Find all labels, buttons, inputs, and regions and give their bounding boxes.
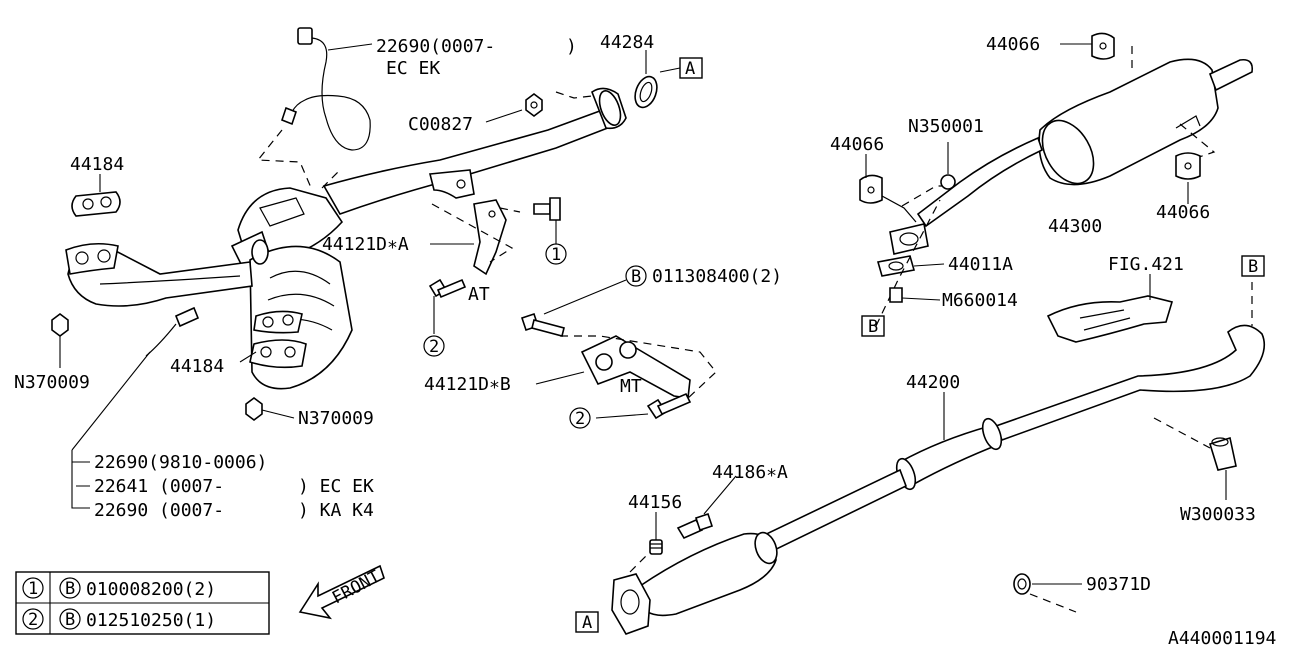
rear-o2-sensor	[145, 306, 200, 357]
bolt-44186a	[676, 512, 714, 540]
callout-circle-2-upper	[423, 335, 445, 357]
front-exhaust-pipe	[322, 87, 627, 215]
ref-box-a-bottom	[575, 611, 599, 633]
cushion-44066-top	[1091, 32, 1115, 60]
front-o2-sensor	[256, 27, 371, 191]
label-gasket-44284: 44284	[600, 32, 654, 53]
label-clip-w300033: W300033	[1180, 504, 1256, 525]
label-bracket-b: 44121D∗B	[424, 374, 511, 395]
legend-row1-num: 1	[28, 579, 38, 599]
label-cushion-top: 44066	[986, 34, 1040, 55]
label-callout-b: B	[631, 267, 641, 287]
nut-n350001	[940, 174, 956, 190]
center-pipe-44200	[611, 324, 1266, 635]
clip-90371d	[1013, 573, 1031, 595]
label-spring-44156: 44156	[628, 492, 682, 513]
bolt-2-mt	[646, 392, 692, 420]
clip-w300033	[1208, 436, 1237, 471]
label-nut-n370009-left: N370009	[14, 372, 90, 393]
label-nut-n350001: N350001	[908, 116, 984, 137]
bolt-m660014	[889, 287, 903, 303]
label-nut-c00827: C00827	[408, 114, 473, 135]
label-cushion-left: 44066	[830, 134, 884, 155]
label-sensor-1: 22690(9810-0006)	[94, 452, 267, 473]
label-sensor-front: 22690(0007-	[376, 36, 495, 57]
label-muffler-44300: 44300	[1048, 216, 1102, 237]
nut-n370009-left	[51, 313, 69, 337]
cushion-44066-left	[859, 174, 883, 204]
nut-c00827	[525, 93, 543, 117]
label-at: AT	[468, 284, 490, 305]
label-sensor-front-variant: EC EK	[386, 58, 440, 79]
nut-n370009-mid	[245, 397, 263, 421]
label-sensor-3a: 22690 (0007-	[94, 500, 224, 521]
label-ref-b-right: B	[1248, 257, 1258, 277]
label-sensor-front-close: )	[566, 36, 577, 57]
label-ref-a-top: A	[685, 59, 695, 79]
legend-table	[15, 571, 270, 635]
label-callout-2-lower: 2	[575, 409, 585, 429]
front-direction-arrow	[298, 564, 385, 620]
label-diagram-id: A440001194	[1168, 628, 1276, 649]
label-callout-2-upper: 2	[429, 337, 439, 357]
legend-row1-part: 010008200(2)	[86, 579, 216, 600]
ref-box-b-right	[1241, 255, 1265, 277]
legend-circle-b-2	[59, 608, 81, 630]
flange-gasket-44011a	[876, 223, 929, 277]
label-bolt-m660014: M660014	[942, 290, 1018, 311]
gasket-44184-upper	[71, 191, 121, 217]
legend-circle-2	[22, 608, 44, 630]
label-gasket-44011a: 44011A	[948, 254, 1013, 275]
bolt-b-011308400	[520, 312, 565, 337]
bracket-44121d-a	[431, 199, 521, 276]
bolt-2-at	[428, 278, 467, 299]
callout-circle-1	[545, 243, 567, 265]
label-bolt-44186a: 44186∗A	[712, 462, 788, 483]
label-bracket-a: 44121D∗A	[322, 234, 409, 255]
legend-row2-part: 012510250(1)	[86, 610, 216, 631]
label-ref-b-left: B	[868, 317, 878, 337]
heat-shield-fig421	[1046, 295, 1174, 343]
label-gasket-44184-top: 44184	[70, 154, 124, 175]
bolt-1-upper	[533, 197, 561, 221]
label-callout-1: 1	[551, 245, 561, 265]
cushion-44066-right	[1175, 152, 1201, 180]
exhaust-gasket-44284	[634, 75, 658, 109]
gasket-44184-lower	[249, 310, 307, 369]
label-sensor-3b: ) KA K4	[298, 500, 374, 521]
label-sensor-2a: 22641 (0007-	[94, 476, 224, 497]
legend-row2-num: 2	[28, 610, 38, 630]
legend-row1-b: B	[65, 579, 75, 599]
label-bolt-b: 011308400(2)	[652, 266, 782, 287]
callout-circle-2-lower	[569, 407, 591, 429]
label-center-pipe: 44200	[906, 372, 960, 393]
label-fig-ref: FIG.421	[1108, 254, 1184, 275]
spring-44156	[649, 539, 663, 555]
rear-muffler-44300	[916, 58, 1254, 228]
legend-row2-b: B	[65, 610, 75, 630]
label-clip-90371d: 90371D	[1086, 574, 1151, 595]
label-nut-n370009-mid: N370009	[298, 408, 374, 429]
legend-circle-1	[22, 577, 44, 599]
label-ref-a-bottom: A	[582, 613, 592, 633]
callout-circle-b	[625, 265, 647, 287]
label-mt: MT	[620, 376, 642, 397]
legend-circle-b-1	[59, 577, 81, 599]
label-front: FRONT	[329, 567, 384, 609]
exhaust-manifold-pipe	[65, 242, 253, 307]
label-sensor-2b: ) EC EK	[298, 476, 374, 497]
label-gasket-44184-mid: 44184	[170, 356, 224, 377]
label-cushion-right: 44066	[1156, 202, 1210, 223]
